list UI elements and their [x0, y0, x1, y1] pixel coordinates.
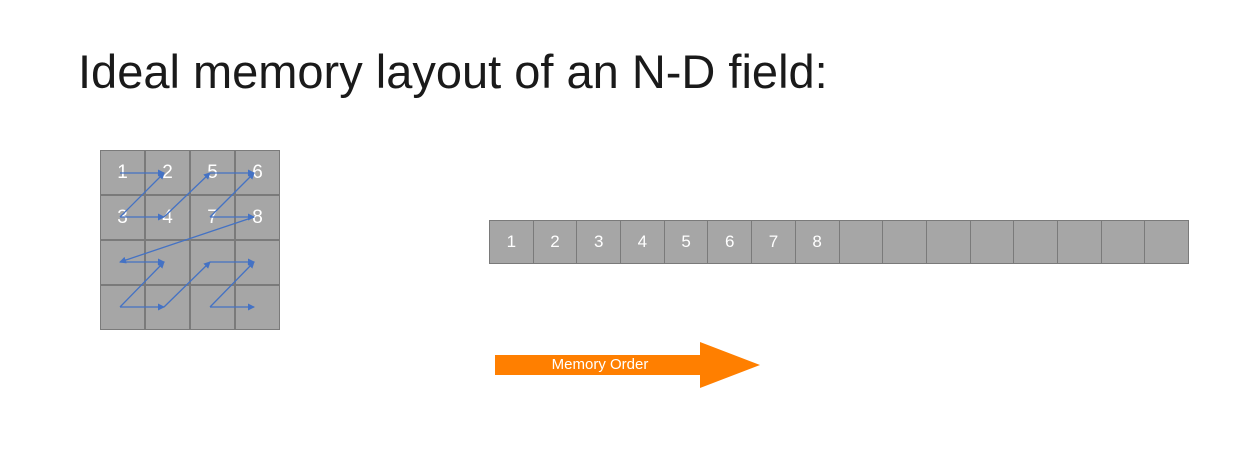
memory-cell: 4 [620, 220, 665, 264]
memory-cell [1013, 220, 1058, 264]
memory-cell [1144, 220, 1189, 264]
memory-cell [969, 220, 1015, 264]
traversal-arrow [119, 172, 165, 218]
memory-cell [925, 220, 971, 264]
memory-cell: 3 [576, 220, 622, 264]
memory-cell: 7 [751, 220, 796, 264]
memory-strip: 1 2 3 4 5 6 7 8 [489, 220, 1189, 264]
memory-order-arrow: Memory Order [495, 342, 760, 388]
slide-title: Ideal memory layout of an N-D field: [78, 45, 828, 98]
memory-cell [838, 220, 884, 264]
traversal-arrow [209, 261, 255, 308]
memory-cell: 5 [663, 220, 709, 264]
traversal-arrow [119, 216, 255, 264]
memory-cell: 8 [794, 220, 840, 264]
traversal-arrow [209, 172, 255, 218]
arrow-shape [495, 342, 760, 388]
traversal-arrow [163, 172, 211, 218]
memory-cell [1056, 220, 1102, 264]
memory-cell: 2 [532, 220, 578, 264]
memory-cell [882, 220, 927, 264]
traversal-arrows [119, 169, 255, 311]
memory-cell: 1 [489, 220, 534, 264]
memory-cell [1100, 220, 1146, 264]
memory-cell: 6 [707, 220, 753, 264]
traversal-arrow [119, 261, 165, 308]
memory-order-label: Memory Order [551, 356, 649, 373]
traversal-arrow [163, 261, 211, 308]
